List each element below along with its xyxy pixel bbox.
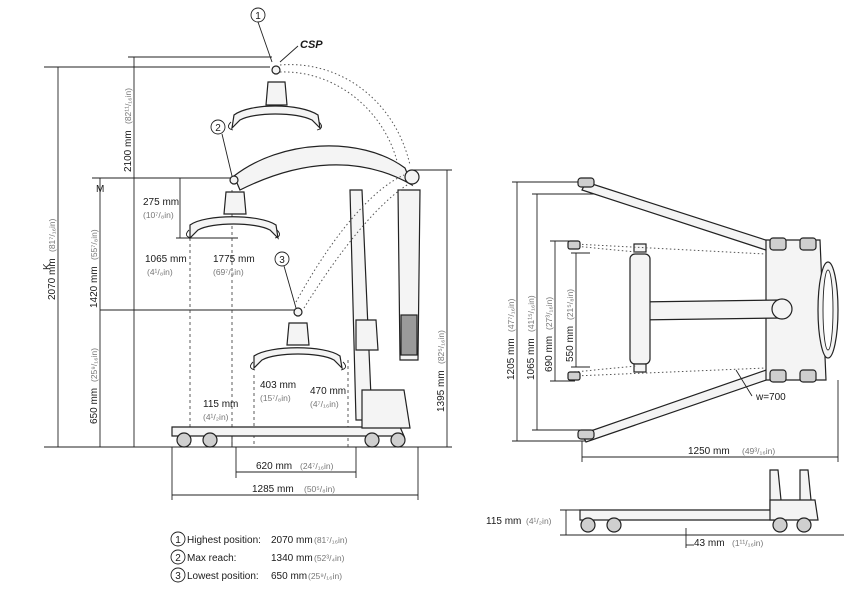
svg-text:(27³/₁₆in): (27³/₁₆in) [544,297,554,330]
svg-text:(25⁹/₁₆in): (25⁹/₁₆in) [308,571,342,581]
svg-text:(41¹⁵/₁₆in): (41¹⁵/₁₆in) [526,295,536,332]
lift-top-structure [567,177,839,443]
svg-text:(21⁵/₈in): (21⁵/₈in) [565,289,575,320]
dim-base-620: 620 mm (24⁷/₁₆in) [256,461,334,472]
svg-text:(4⁷/₁₆in): (4⁷/₁₆in) [310,399,339,409]
svg-text:(50⁵/₈in): (50⁵/₈in) [304,484,335,494]
svg-text:3: 3 [175,571,181,582]
dim-height-2100: 2100 mm (82¹¹/₁₆in) [123,88,134,172]
svg-text:650 mm: 650 mm [271,571,307,582]
svg-text:1065 mm: 1065 mm [145,254,187,265]
svg-text:Highest position:: Highest position: [187,535,261,546]
svg-text:1775 mm: 1775 mm [213,254,255,265]
svg-text:2: 2 [215,123,221,134]
svg-text:(82⁵/₁₆in): (82⁵/₁₆in) [436,330,446,364]
svg-text:(10⁷/₈in): (10⁷/₈in) [143,210,174,220]
svg-text:(25⁹/₁₆in): (25⁹/₁₆in) [89,348,99,382]
svg-text:(24⁷/₁₆in): (24⁷/₁₆in) [300,461,334,471]
top-view: 1205 mm (47⁷/₁₆in) 1065 mm (41¹⁵/₁₆in) 6… [506,177,839,462]
svg-text:(81⁷/₁₆in): (81⁷/₁₆in) [314,535,348,545]
w-label: w=700 [755,392,786,403]
svg-text:1065 mm: 1065 mm [526,338,537,380]
dim-reach-1065: 1065 mm (4¹/₈in) [145,254,187,277]
svg-text:(4¹/₂in): (4¹/₂in) [203,412,229,422]
dim-spreader-275: 275 mm (10⁷/₈in) [143,197,179,220]
svg-text:(52³/₄in): (52³/₄in) [314,553,345,563]
svg-text:(81⁷/₁₆in): (81⁷/₁₆in) [47,218,57,252]
svg-text:2070 mm: 2070 mm [271,535,313,546]
callout-3: 3 [274,251,297,309]
svg-text:1340 mm: 1340 mm [271,553,313,564]
svg-text:470 mm: 470 mm [310,386,346,397]
side-dimension-lines [44,56,452,500]
dim-clearance-115-low: 115 mm (4¹/₂in) [486,516,552,527]
top-dimension-lines [512,181,839,462]
dim-leg-43: 43 mm (1¹¹/₁₆in) [694,538,763,549]
dim-clearance-115: 115 mm (4¹/₂in) [203,399,238,422]
svg-text:(82¹¹/₁₆in): (82¹¹/₁₆in) [123,88,133,124]
dim-length-1285: 1285 mm (50⁵/₈in) [252,484,335,495]
dim-height-2070: 2070 mm (81⁷/₁₆in) [47,218,58,300]
dim-length-1250: 1250 mm (49³/₁₆in) [688,446,775,457]
dim-height-1395: 1395 mm (82⁵/₁₆in) [436,330,447,412]
dim-leg-470: 470 mm (4⁷/₁₆in) [310,386,346,409]
svg-text:690 mm: 690 mm [544,336,555,372]
dim-leg-403: 403 mm (15⁷/₈in) [260,380,296,403]
svg-text:Lowest position:: Lowest position: [187,571,259,582]
callout-1: 1 [250,7,273,63]
label-k: K [42,263,53,270]
dim-width-1065: 1065 mm (41¹⁵/₁₆in) [526,295,537,380]
svg-text:(1¹¹/₁₆in): (1¹¹/₁₆in) [732,538,763,548]
dim-width-1205: 1205 mm (47⁷/₁₆in) [506,298,517,380]
lift-side-structure [171,64,421,448]
svg-text:650 mm: 650 mm [89,388,100,424]
dim-reach-1775: 1775 mm (69⁷/₈in) [213,254,255,277]
svg-text:1205 mm: 1205 mm [506,338,517,380]
legend-row-1: 1 Highest position: 2070 mm (81⁷/₁₆in) [170,531,348,547]
positions-legend: 1 Highest position: 2070 mm (81⁷/₁₆in) 2… [170,531,348,583]
low-view: 115 mm (4¹/₂in) 43 mm (1¹¹/₁₆in) [486,469,844,549]
svg-text:1285 mm: 1285 mm [252,484,294,495]
svg-text:2: 2 [175,553,181,564]
svg-text:2100 mm: 2100 mm [123,130,134,172]
svg-text:Max reach:: Max reach: [187,553,236,564]
svg-text:1250 mm: 1250 mm [688,446,730,457]
svg-text:43 mm: 43 mm [694,538,725,549]
svg-text:275 mm: 275 mm [143,197,179,208]
svg-text:3: 3 [279,255,285,266]
callout-2: 2 [210,119,233,177]
svg-text:2070 mm: 2070 mm [47,258,58,300]
svg-text:(49³/₁₆in): (49³/₁₆in) [742,446,775,456]
svg-text:(47⁷/₁₆in): (47⁷/₁₆in) [506,298,516,332]
label-m: M [96,184,104,195]
svg-text:(4¹/₈in): (4¹/₈in) [147,267,173,277]
dim-width-550: 550 mm (21⁵/₈in) [565,289,576,362]
svg-text:1420 mm: 1420 mm [89,266,100,308]
svg-text:1395 mm: 1395 mm [436,370,447,412]
svg-text:620 mm: 620 mm [256,461,292,472]
legend-row-2: 2 Max reach: 1340 mm (52³/₄in) [170,549,345,565]
svg-text:(55⁷/₈in): (55⁷/₈in) [89,229,99,260]
csp-label: CSP [300,39,323,51]
svg-text:403 mm: 403 mm [260,380,296,391]
svg-text:(69⁷/₈in): (69⁷/₈in) [213,267,244,277]
svg-text:(15⁷/₈in): (15⁷/₈in) [260,393,291,403]
svg-text:115 mm: 115 mm [203,399,238,410]
dim-width-690: 690 mm (27³/₁₆in) [544,297,555,372]
side-view: 1 2 3 CSP M K 2070 mm (81⁷/₁₆in) 1420 mm… [42,7,452,500]
svg-text:550 mm: 550 mm [565,326,576,362]
legend-row-3: 3 Lowest position: 650 mm (25⁹/₁₆in) [170,567,342,583]
dim-height-650: 650 mm (25⁹/₁₆in) [89,348,100,424]
svg-text:(4¹/₂in): (4¹/₂in) [526,516,552,526]
svg-text:1: 1 [175,535,181,546]
svg-text:1: 1 [255,11,261,22]
svg-text:115 mm: 115 mm [486,516,521,527]
dim-height-1420: 1420 mm (55⁷/₈in) [89,229,100,308]
